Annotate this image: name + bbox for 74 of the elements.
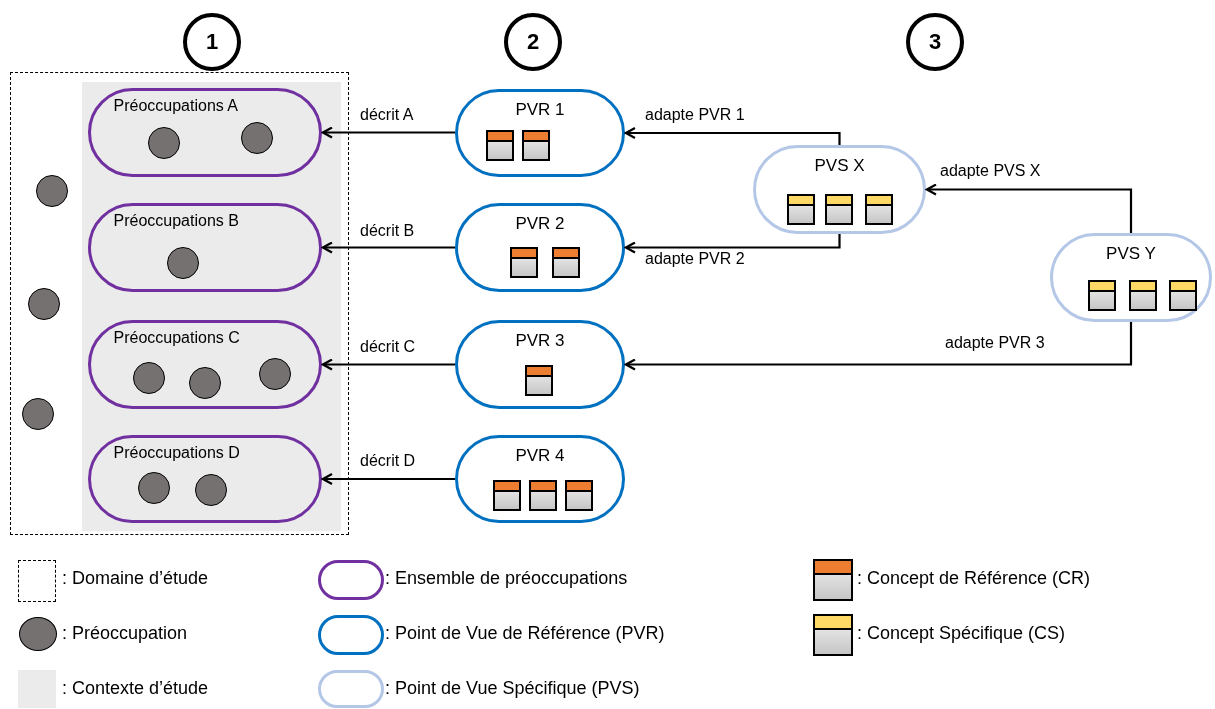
- node-label: PVR 3: [514, 331, 566, 351]
- edge-label: adapte PVR 1: [645, 106, 745, 124]
- step-number: 3: [906, 13, 964, 71]
- concern-circle: [166, 246, 199, 279]
- node-label: Préoccupations D: [113, 443, 240, 462]
- concept-square: [787, 194, 815, 225]
- step-number: 1: [183, 13, 241, 71]
- arrow: [624, 126, 841, 145]
- reference-viewpoint-pill: [455, 203, 625, 292]
- arrow: [321, 472, 455, 486]
- reference-viewpoint-pill: [455, 320, 625, 409]
- concept-square: [1129, 280, 1157, 311]
- concept-square: [1169, 280, 1197, 311]
- concern-group-pill: [87, 434, 322, 523]
- concept-square: [565, 480, 593, 511]
- concept-square: [1088, 280, 1116, 311]
- legend-label: : Contexte d’étude: [62, 678, 209, 699]
- arrow: [925, 183, 1133, 233]
- concept-square: [486, 130, 514, 161]
- legend-label: : Point de Vue Spécifique (PVS): [385, 678, 640, 699]
- node-label: PVR 2: [514, 214, 566, 234]
- legend-label: : Préoccupation: [62, 623, 188, 644]
- concept-square: [552, 247, 580, 278]
- concern-circle: [147, 126, 180, 159]
- concern-circle: [194, 473, 227, 506]
- legend-label: : Ensemble de préoccupations: [385, 568, 628, 589]
- arrow: [321, 358, 455, 371]
- legend-label: : Point de Vue de Référence (PVR): [385, 623, 665, 644]
- arrow: [624, 234, 841, 254]
- node-label: PVS X: [813, 156, 866, 176]
- concern-circle: [188, 366, 221, 399]
- arrow: [624, 322, 1133, 371]
- concept-square: [865, 194, 893, 225]
- step-number: 2: [504, 13, 562, 71]
- node-label: Préoccupations C: [113, 328, 240, 347]
- arrow: [321, 241, 455, 254]
- study-domain-box: [10, 72, 349, 535]
- concern-circle: [21, 397, 54, 430]
- edge-label: décrit D: [360, 452, 416, 470]
- concern-circle: [137, 471, 170, 504]
- node-label: PVS Y: [1105, 244, 1157, 264]
- node-label: PVR 4: [514, 446, 566, 466]
- concern-circle: [258, 357, 291, 390]
- reference-viewpoint-pill: [455, 435, 625, 523]
- node-label: Préoccupations A: [113, 96, 239, 115]
- concept-square: [510, 247, 538, 278]
- node-label: PVR 1: [514, 100, 566, 120]
- concept-square: [493, 480, 521, 511]
- edge-label: décrit B: [360, 222, 415, 240]
- concern-circle: [27, 287, 60, 320]
- concept-square: [825, 194, 853, 225]
- edge-label: adapte PVR 3: [945, 334, 1045, 352]
- legend-label: : Concept Spécifique (CS): [857, 623, 1066, 644]
- concern-group-pill: [87, 202, 322, 292]
- concept-square: [522, 130, 550, 161]
- specific-viewpoint-pill: [1050, 233, 1212, 322]
- reference-viewpoint-pill: [455, 89, 625, 177]
- node-label: Préoccupations B: [113, 211, 239, 230]
- concern-group-pill: [87, 319, 322, 409]
- legend-label: : Domaine d’étude: [62, 568, 209, 589]
- study-context-area: [81, 81, 341, 531]
- concern-circle: [132, 361, 165, 394]
- legend-label: : Concept de Référence (CR): [857, 568, 1091, 589]
- edge-label: décrit A: [360, 106, 414, 124]
- arrow: [321, 126, 455, 139]
- concept-square: [525, 365, 553, 396]
- concept-square: [529, 480, 557, 511]
- concern-circle: [35, 174, 68, 207]
- edge-label: décrit C: [360, 338, 416, 356]
- edge-label: adapte PVS X: [940, 162, 1041, 180]
- concern-group-pill: [87, 87, 322, 177]
- specific-viewpoint-pill: [753, 145, 926, 234]
- edge-label: adapte PVR 2: [645, 250, 745, 268]
- concern-circle: [240, 121, 273, 154]
